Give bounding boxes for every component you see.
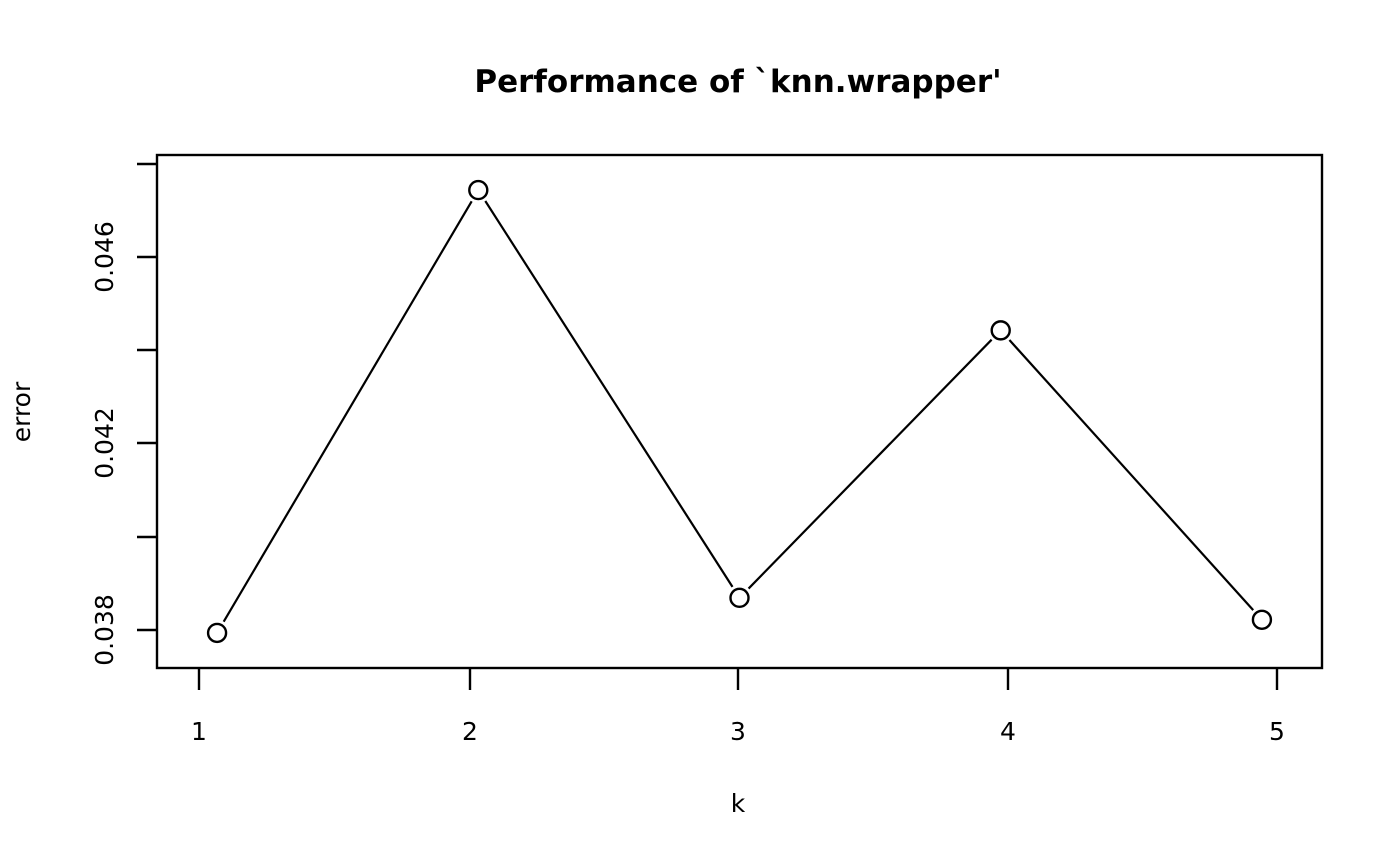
x-axis-title: k: [731, 789, 746, 818]
data-point-marker: [729, 587, 750, 609]
series-segment: [1008, 339, 1255, 611]
series-line-group: [222, 200, 1255, 623]
page-title: Performance of `knn.wrapper': [474, 64, 1001, 100]
y-tick-label-0046: 0.046: [90, 221, 119, 293]
x-axis-tick-labels: 1 2 3 4 5: [191, 717, 1285, 746]
x-tick-label-1: 1: [191, 717, 207, 746]
x-tick-label-2: 2: [462, 717, 478, 746]
y-axis-ticks: [137, 162, 157, 632]
series-segment: [222, 200, 473, 623]
data-point-marker: [990, 320, 1011, 341]
data-point-marker: [468, 179, 489, 201]
x-axis-ticks: [197, 668, 1279, 690]
y-tick-label-0042: 0.042: [90, 407, 119, 479]
x-tick-label-3: 3: [730, 717, 746, 746]
y-axis-tick-labels: 0.046 0.042 0.038: [90, 221, 119, 666]
plot-box-frame: [155, 153, 1324, 670]
series-segment: [747, 338, 993, 590]
y-axis-title: error: [7, 381, 36, 442]
data-point-marker: [1251, 609, 1273, 630]
series-segment: [484, 200, 734, 588]
y-tick-label-0038: 0.038: [90, 594, 119, 666]
x-tick-label-4: 4: [1000, 717, 1016, 746]
data-point-marker: [206, 622, 228, 644]
x-tick-label-5: 5: [1269, 717, 1285, 746]
series-marker-group: [206, 179, 1273, 644]
